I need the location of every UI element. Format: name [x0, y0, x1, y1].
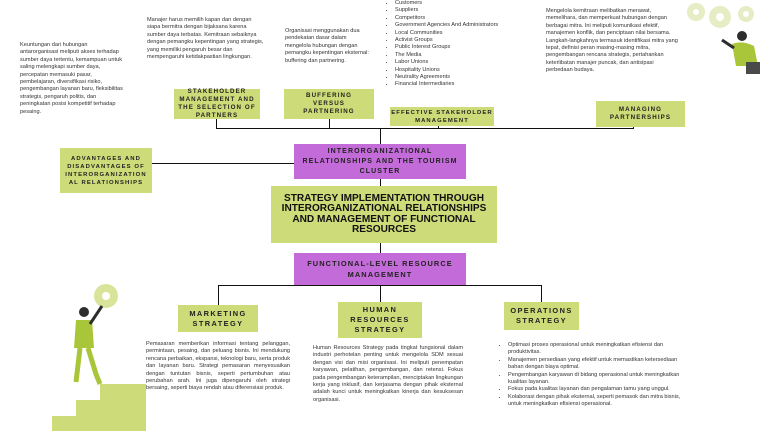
- stakeholder-list-item: Activist Groups: [395, 37, 507, 44]
- buffering-node: BUFFERING VERSUS PARTNERING: [284, 89, 374, 119]
- stakeholder-list-item: Customers: [395, 0, 507, 7]
- effective-stakeholder-node: EFFECTIVE STAKEHOLDER MANAGEMENT: [390, 107, 494, 126]
- effective-stakeholder-label: EFFECTIVE STAKEHOLDER MANAGEMENT: [391, 109, 493, 124]
- connector-buffering-drop: [329, 118, 330, 129]
- stakeholder-list-item: The Media: [395, 52, 507, 59]
- central-title: STRATEGY IMPLEMENTATION THROUGH INTERORG…: [281, 192, 487, 235]
- stakeholder-list-item: Competitors: [395, 15, 507, 22]
- operations-list-item: Optimasi proses operasional untuk mening…: [508, 342, 688, 357]
- marketing-label: MARKETING STRATEGY: [189, 308, 247, 328]
- advantages-node: ADVANTAGES AND DISADVANTAGES OF INTERORG…: [60, 148, 152, 193]
- interorganizational-label: INTERORGANIZATIONAL RELATIONSHIPS AND TH…: [302, 147, 458, 175]
- connector-top-horizontal: [216, 128, 634, 129]
- operations-list-item: Fokus pada kualitas layanan dan pengalam…: [508, 386, 688, 393]
- person-icon: [721, 31, 760, 74]
- stakeholder-selection-text: Manajer harus memilih kapan dan dengan s…: [147, 17, 264, 61]
- hr-text: Human Resources Strategy pada tingkat fu…: [313, 345, 463, 403]
- operations-list-item: Pengembangan karyawan di bidang operasio…: [508, 372, 688, 387]
- connector-hr-drop: [380, 285, 381, 303]
- functional-resource-node: FUNCTIONAL-LEVEL RESOURCE MANAGEMENT: [294, 253, 466, 285]
- buffering-label: BUFFERING VERSUS PARTNERING: [303, 92, 355, 115]
- advantages-label: ADVANTAGES AND DISADVANTAGES OF INTERORG…: [65, 155, 147, 186]
- stakeholder-list-item: Government Agencies And Administrators: [395, 22, 507, 29]
- stakeholder-list-item: Local Communities: [395, 30, 507, 37]
- stakeholder-list-item: Public Interest Groups: [395, 44, 507, 51]
- managing-partnerships-node: MANAGING PARTNERSHIPS: [596, 101, 685, 127]
- operations-node: OPERATIONS STRATEGY: [504, 302, 579, 330]
- connector-stakeholder-drop: [216, 118, 217, 129]
- connector-advantages-branch: [150, 163, 294, 164]
- stairs-person-illustration: [52, 284, 146, 431]
- connector-operations-drop: [541, 285, 542, 303]
- effective-stakeholder-list: CustomersSuppliersCompetitorsGovernment …: [387, 0, 507, 89]
- managing-partnerships-label: MANAGING PARTNERSHIPS: [609, 106, 672, 121]
- interorganizational-node: INTERORGANIZATIONAL RELATIONSHIPS AND TH…: [294, 144, 466, 179]
- connector-marketing-drop: [218, 285, 219, 306]
- operations-list-item: Kolaborasi dengan pihak eksternal, seper…: [508, 394, 688, 409]
- stakeholder-list-item: Suppliers: [395, 7, 507, 14]
- operations-list: Optimasi proses operasional untuk mening…: [500, 342, 688, 409]
- person-icon: [73, 305, 104, 385]
- gears-person-illustration: [687, 3, 760, 74]
- stakeholder-list-item: Labor Unions: [395, 59, 507, 66]
- advantages-text: Keuntungan dari hubungan antarorganisasi…: [20, 42, 123, 115]
- stakeholder-selection-label: STAKEHOLDER MANAGEMENT AND THE SELECTION…: [178, 88, 256, 119]
- stairs-icon: [52, 384, 146, 431]
- hr-label: HUMAN RESOURCES STRATEGY: [350, 305, 410, 334]
- functional-resource-label: FUNCTIONAL-LEVEL RESOURCE MANAGEMENT: [307, 259, 453, 279]
- operations-list-item: Manajemen persediaan yang efektif untuk …: [508, 357, 688, 372]
- stakeholder-list-item: Neutrality Agreements: [395, 74, 507, 81]
- managing-partnerships-text: Mengelola kemitraan melibatkan merawat, …: [546, 8, 678, 74]
- stakeholder-list-item: Hospitality Unions: [395, 67, 507, 74]
- central-title-node: STRATEGY IMPLEMENTATION THROUGH INTERORG…: [271, 186, 497, 243]
- stakeholder-selection-node: STAKEHOLDER MANAGEMENT AND THE SELECTION…: [174, 88, 260, 119]
- hr-node: HUMAN RESOURCES STRATEGY: [338, 302, 422, 338]
- buffering-text: Organisasi menggunakan dua pendekatan da…: [285, 28, 369, 64]
- stakeholder-list-item: Financial Intermediaries: [395, 81, 507, 88]
- marketing-node: MARKETING STRATEGY: [178, 305, 258, 332]
- operations-label: OPERATIONS STRATEGY: [510, 306, 573, 325]
- marketing-text: Pemasaran memberikan informasi tentang p…: [146, 341, 290, 392]
